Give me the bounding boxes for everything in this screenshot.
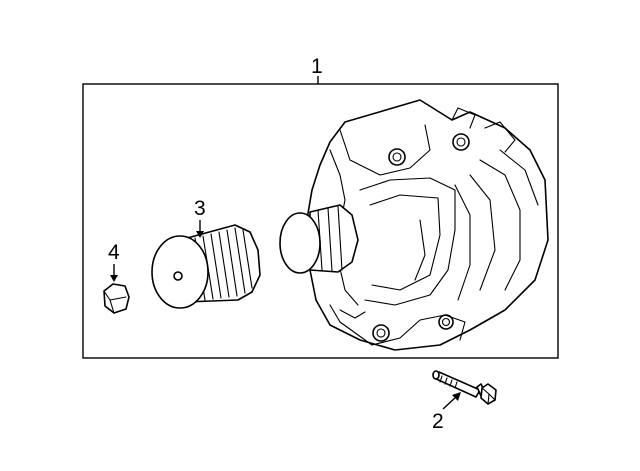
callout-3-arrowhead	[196, 231, 204, 238]
alternator-illustration	[279, 99, 549, 351]
bolt-illustration	[432, 370, 497, 405]
callout-4-arrowhead	[110, 275, 118, 282]
callout-4: 4	[108, 241, 120, 282]
assembly-frame	[82, 83, 559, 359]
callout-1: 1	[311, 55, 323, 84]
callout-3-label: 3	[194, 197, 206, 220]
callout-3: 3	[194, 197, 206, 238]
callout-2-label: 2	[432, 410, 444, 433]
nut-illustration	[103, 283, 130, 314]
pulley-illustration	[151, 224, 261, 309]
callout-2-arrowhead	[452, 392, 461, 401]
callout-2: 2	[432, 392, 461, 433]
callout-4-label: 4	[108, 241, 120, 264]
callout-1-label: 1	[311, 55, 323, 78]
callout-2-leader	[442, 396, 457, 410]
